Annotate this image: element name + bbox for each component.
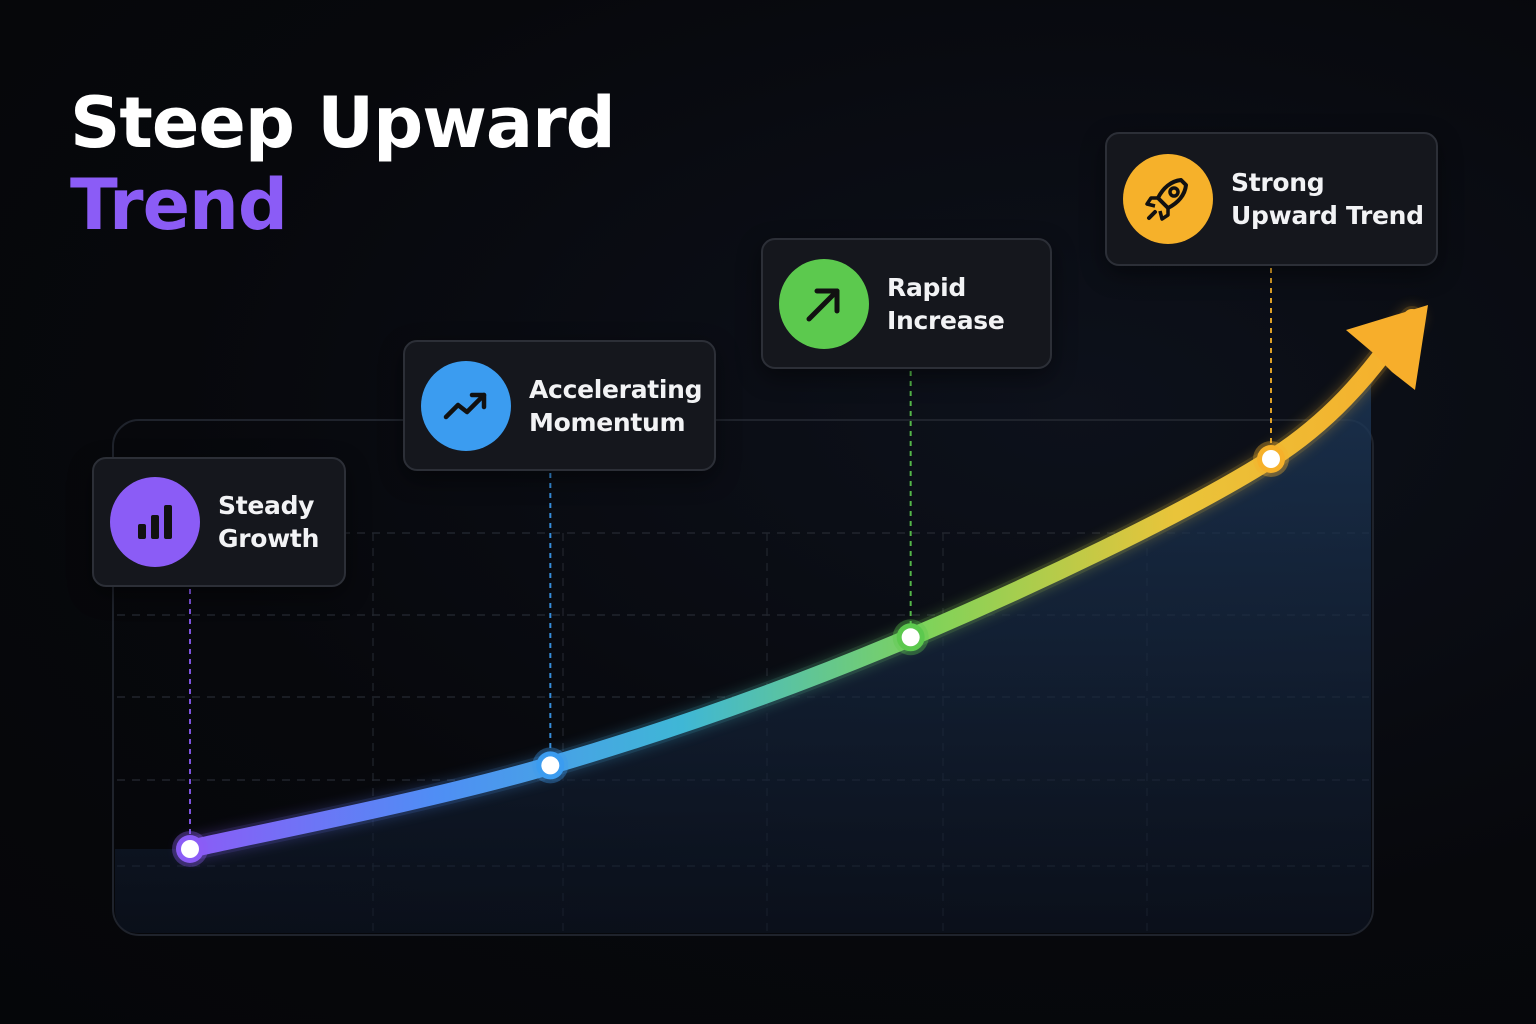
chart-frame-border: [112, 419, 1374, 936]
data-point-rapid-increase: [892, 619, 929, 656]
callout-label-line: Rapid: [887, 272, 966, 302]
title-line-1: Steep Upward: [70, 82, 616, 164]
page-title: Steep Upward Trend: [70, 82, 616, 246]
trend-line-layer: [178, 305, 1428, 861]
trending-up-icon: [421, 360, 511, 451]
callout-label-line: Accelerating: [529, 374, 703, 404]
rocket-icon: [1123, 154, 1213, 244]
point-dot: [541, 756, 560, 775]
point-dot: [1262, 450, 1280, 468]
area-fill: [115, 318, 1412, 933]
data-point-accelerating-momentum: [532, 747, 569, 784]
callout-label-line: Strong: [1231, 168, 1325, 197]
point-dot: [901, 628, 920, 647]
data-point-strong-upward-trend: [1253, 441, 1289, 477]
callout-label-line: Upward Trend: [1231, 201, 1424, 230]
callout-label-line: Momentum: [529, 407, 686, 437]
bar-chart-icon: [110, 477, 200, 567]
trend-line: [181, 309, 1421, 858]
title-line-2: Trend: [70, 164, 288, 246]
data-point-steady-growth: [172, 831, 208, 867]
point-dot: [181, 840, 199, 858]
callout-label-line: Steady: [218, 491, 315, 520]
chart-frame: [112, 419, 1374, 936]
arrow-up-right-icon: [779, 258, 869, 349]
arrowhead-icon: [1346, 305, 1428, 390]
chart-area: [115, 318, 1412, 933]
leader-lines: [189, 268, 1272, 837]
callout-label-line: Increase: [887, 305, 1005, 335]
callout-label-line: Growth: [218, 524, 320, 553]
data-points: [172, 441, 1289, 867]
